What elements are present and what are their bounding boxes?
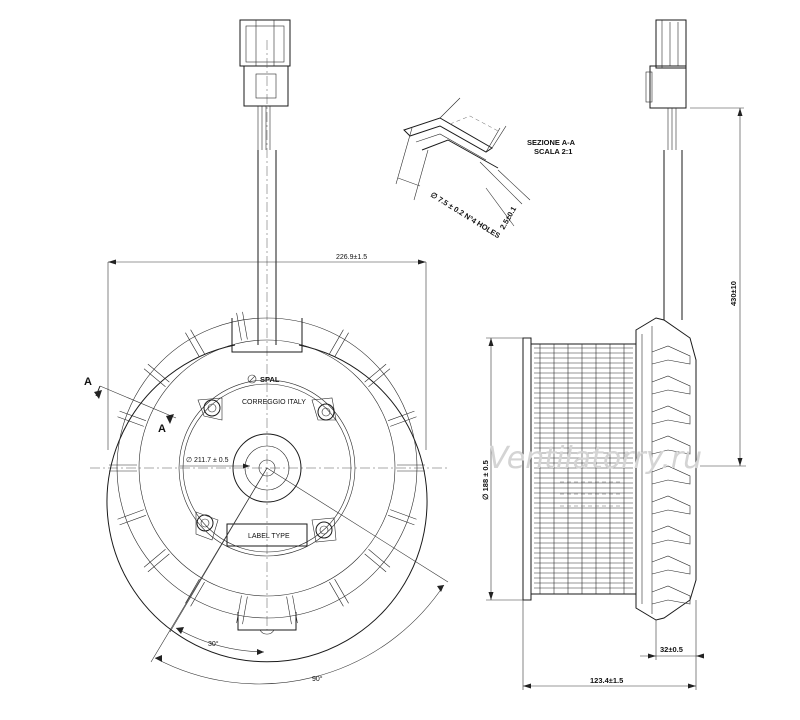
section-scale-text: SCALA 2:1 xyxy=(534,147,572,156)
wheel-diameter-dimension: ∅ 188 ± 0.5 xyxy=(481,337,530,601)
rib-line xyxy=(388,514,415,526)
rib-line xyxy=(119,514,146,526)
flange-fin xyxy=(651,465,691,485)
angle-dimensions: 30° 90° xyxy=(150,467,449,685)
rib-line xyxy=(190,329,205,355)
flange-fin xyxy=(651,525,691,545)
rib-line xyxy=(368,549,391,568)
side-view: 430±10 ∅ 188 ± 0.5 xyxy=(481,19,746,690)
section-title-text: SEZIONE A-A xyxy=(527,138,576,147)
rib-line xyxy=(236,312,242,341)
mounting-boss xyxy=(197,397,223,421)
watermark: Ventilatorry.ru xyxy=(488,441,702,476)
rib-line xyxy=(242,311,248,340)
angle-small-text: 30° xyxy=(208,640,219,648)
section-markers: A A xyxy=(84,376,177,435)
rib-line xyxy=(292,595,298,624)
seat-diameter-text: ∅ 211.7 ± 0.5 xyxy=(186,457,229,464)
cable-length-text: 430±10 xyxy=(729,281,738,306)
rib-line xyxy=(364,363,387,383)
rib-line xyxy=(388,410,415,422)
wheel-diameter-text: ∅ 188 ± 0.5 xyxy=(481,460,490,500)
rib-line xyxy=(190,581,205,607)
holes-note-text: ∅ 7.5 ± 0.2 N°4 HOLES xyxy=(429,190,502,240)
rib-line xyxy=(185,332,200,358)
flange-fin xyxy=(651,585,691,605)
origin-text: CORREGGIO ITALY xyxy=(242,399,306,406)
rib-line xyxy=(147,363,170,383)
section-marker-a: A xyxy=(84,376,92,388)
rib-line xyxy=(334,578,349,604)
width-dimension-text: 226.9±1.5 xyxy=(336,254,367,261)
front-cable xyxy=(257,40,277,630)
rib-line xyxy=(390,416,417,427)
label-type-text: LABEL TYPE xyxy=(248,533,290,540)
cable-length-dimension: 430±10 xyxy=(690,107,746,467)
housing-outline xyxy=(106,317,428,663)
flange-depth-dimension: 32±0.5 xyxy=(640,600,704,690)
rib-line xyxy=(143,368,166,387)
flange-fin xyxy=(651,405,691,425)
flange-fin xyxy=(651,495,691,515)
rib-line xyxy=(143,549,166,568)
impeller xyxy=(522,337,637,601)
angle-large-text: 90° xyxy=(312,675,323,683)
mounting-boss xyxy=(195,511,219,541)
rib-line xyxy=(242,596,248,625)
flange-fin xyxy=(651,375,691,395)
motor-flange xyxy=(635,317,697,621)
housing-ribs xyxy=(109,311,425,625)
rib-line xyxy=(236,595,242,624)
mounting-boss xyxy=(311,517,337,543)
rib-line xyxy=(147,553,170,573)
brand-logo: SPAL xyxy=(247,374,280,384)
rib-line xyxy=(334,332,349,358)
flange-fin xyxy=(651,435,691,455)
rib-line xyxy=(368,368,391,387)
rib-line xyxy=(329,329,344,355)
impeller-blades xyxy=(534,344,633,594)
width-dimension: 226.9±1.5 xyxy=(107,254,427,450)
front-view: SPAL CORREGGIO ITALY LABEL TYPE 226.9±1.… xyxy=(84,19,450,685)
front-connector xyxy=(239,19,291,150)
section-detail: ∅ 7.5 ± 0.2 N°4 HOLES 2.5±0.1 SEZIONE A-… xyxy=(395,97,576,240)
flange-fins xyxy=(651,345,691,605)
flange-depth-text: 32±0.5 xyxy=(660,645,683,654)
side-connector xyxy=(645,19,687,150)
flange-fin xyxy=(651,555,691,575)
section-marker-a: A xyxy=(158,423,166,435)
rib-line xyxy=(117,416,144,427)
flange-fin xyxy=(651,345,691,365)
rib-line xyxy=(390,509,417,520)
rib-line xyxy=(329,581,344,607)
total-depth-text: 123.4±1.5 xyxy=(590,676,623,685)
mounting-bosses xyxy=(195,397,337,543)
total-depth-dimension: 123.4±1.5 xyxy=(522,600,696,690)
rib-line xyxy=(364,553,387,573)
rib-line xyxy=(119,410,146,422)
mounting-boss xyxy=(311,397,337,421)
rib-line xyxy=(286,596,292,625)
seat-diameter-dimension: ∅ 211.7 ± 0.5 xyxy=(180,457,250,469)
brand-text: SPAL xyxy=(260,375,280,384)
rib-line xyxy=(185,578,200,604)
rib-line xyxy=(117,509,144,520)
